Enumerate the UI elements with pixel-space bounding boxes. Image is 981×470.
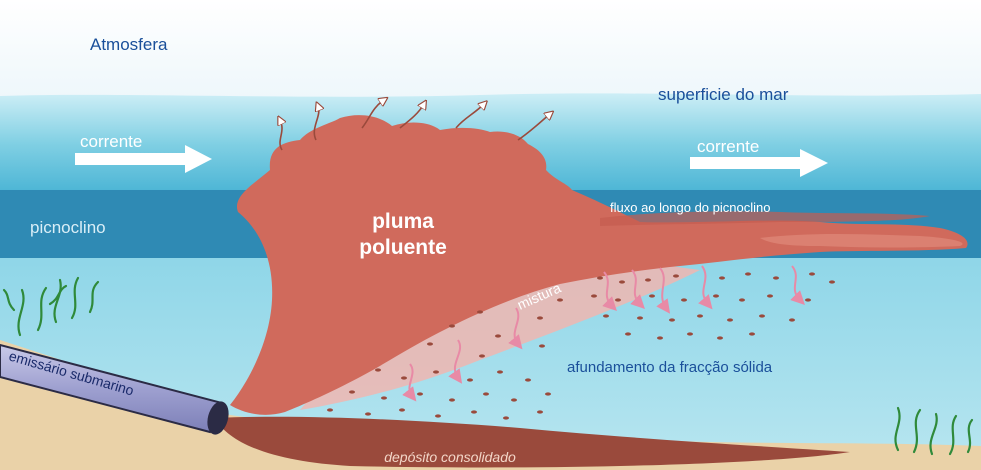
consolidated-deposit-label: depósito consolidado xyxy=(384,449,516,465)
sinking-solids-label: afundamento da fracção sólida xyxy=(567,359,773,376)
plume-label-line1: pluma xyxy=(372,210,434,233)
flow-along-pycnocline-label: fluxo ao longo do picnoclino xyxy=(610,200,770,215)
plume-label-line2: poluente xyxy=(359,236,447,259)
atmosphere-label: Atmosfera xyxy=(90,35,168,54)
current-right-label: corrente xyxy=(697,137,759,156)
sea-surface-label: superficie do mar xyxy=(658,85,789,104)
pycnocline-label: picnoclino xyxy=(30,218,106,237)
current-left-label: corrente xyxy=(80,132,142,151)
